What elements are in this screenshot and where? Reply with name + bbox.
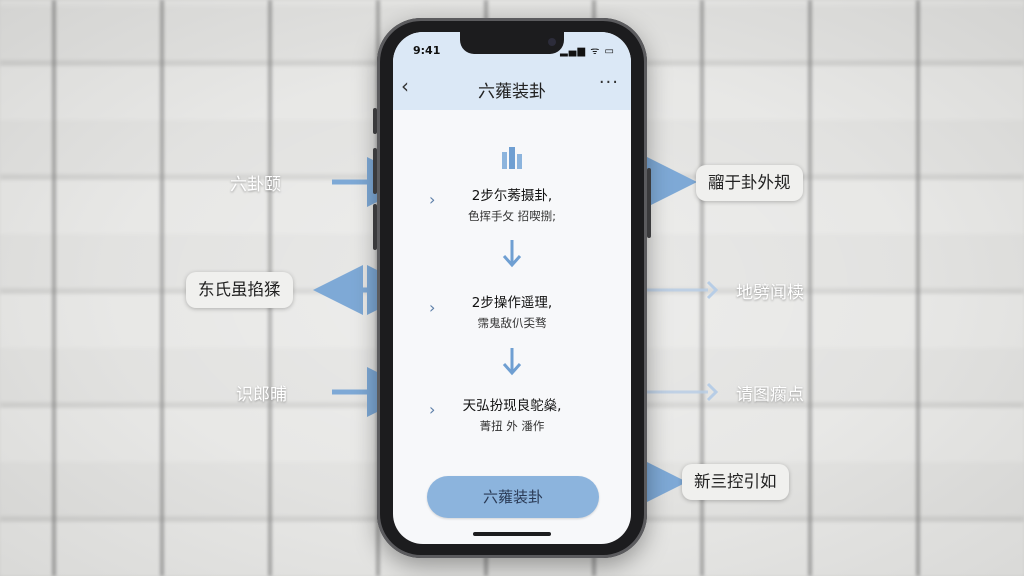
chip-right-first: 鬸于卦外规 xyxy=(696,165,803,201)
phone-frame: 9:41 ▂▄▆ ᯤ ▭ ‹ 六蕹装卦 ··· › 2步尓莠摄卦, 色挥手攵 招… xyxy=(373,18,651,558)
step-1-subtitle: 色挥手攵 招喫捌; xyxy=(467,209,557,223)
arrow-down-icon xyxy=(502,240,522,268)
status-signal-wifi-battery-icon: ▂▄▆ ᯤ ▭ xyxy=(559,46,615,57)
label-right-third: 请图瘸点 xyxy=(736,385,804,405)
primary-action-button[interactable]: 六蕹装卦 xyxy=(427,476,599,518)
page-title: 六蕹装卦 xyxy=(478,82,546,102)
notch xyxy=(460,32,564,54)
chip-right-fourth: 新亖控引如 xyxy=(682,464,789,500)
phone-screen: 9:41 ▂▄▆ ᯤ ▭ ‹ 六蕹装卦 ··· › 2步尓莠摄卦, 色挥手攵 招… xyxy=(393,32,631,544)
navigation-bar: 9:41 ▂▄▆ ᯤ ▭ ‹ 六蕹装卦 ··· xyxy=(393,32,631,110)
side-button-right xyxy=(647,168,651,238)
label-left-third: 识郎晡 xyxy=(236,385,287,405)
back-icon[interactable]: ‹ xyxy=(401,74,409,98)
side-button-left-3 xyxy=(373,204,377,250)
chip-left-second: 东氏虽掐猱 xyxy=(186,272,293,308)
chevron-right-icon: › xyxy=(429,400,436,419)
side-button-left-1 xyxy=(373,108,377,134)
step-2[interactable]: 2步操作遥理, 霈鬼敌仈奀骛 xyxy=(393,291,631,331)
camera-icon xyxy=(548,38,556,46)
chevron-right-icon: › xyxy=(429,298,436,317)
step-3-title: 天弘扮现良鸵燊, xyxy=(462,398,562,414)
building-chart-icon xyxy=(502,147,522,169)
label-right-second: 地劈闻椟 xyxy=(736,283,804,303)
step-2-subtitle: 霈鬼敌仈奀骛 xyxy=(477,316,547,330)
chevron-right-icon: › xyxy=(429,190,436,209)
step-3-subtitle: 菁扭 外 潘作 xyxy=(479,419,545,433)
home-indicator[interactable] xyxy=(473,532,551,536)
side-button-left-2 xyxy=(373,148,377,194)
step-2-title: 2步操作遥理, xyxy=(471,295,553,311)
label-left-first: 六卦颐 xyxy=(230,175,281,195)
more-icon[interactable]: ··· xyxy=(598,72,619,93)
step-1-title: 2步尓莠摄卦, xyxy=(471,188,553,204)
step-3[interactable]: 天弘扮现良鸵燊, 菁扭 外 潘作 xyxy=(393,394,631,434)
arrow-down-icon xyxy=(502,348,522,376)
step-1[interactable]: 2步尓莠摄卦, 色挥手攵 招喫捌; xyxy=(393,184,631,224)
status-time: 9:41 xyxy=(413,44,441,57)
